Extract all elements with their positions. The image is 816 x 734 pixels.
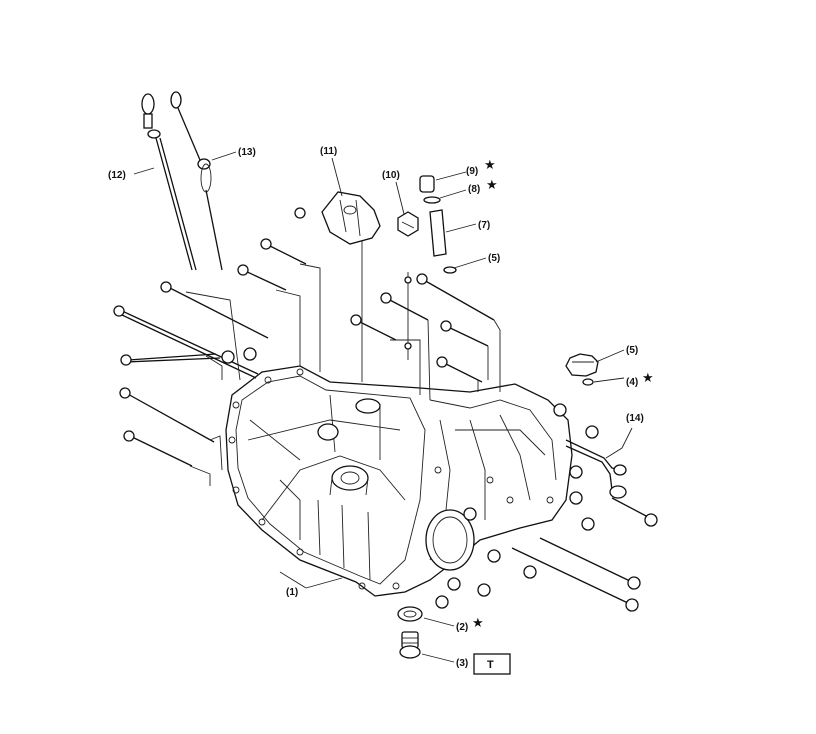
plug-assembly — [404, 175, 457, 360]
callout-13: (13) — [238, 147, 256, 158]
torque-box-label: T — [487, 659, 494, 671]
assembly-lines — [185, 236, 501, 486]
callout-9: (9) — [466, 166, 478, 177]
switch — [397, 211, 419, 237]
left-bolts — [113, 207, 495, 467]
transmission-case — [225, 365, 573, 597]
callout-11: (11) — [320, 146, 337, 157]
drain-plug — [399, 631, 421, 659]
right-bolts — [435, 403, 641, 612]
callout-5-oring: (5) — [488, 253, 500, 264]
callout-10: (10) — [382, 170, 400, 181]
bracket — [321, 191, 381, 245]
breather-pipe — [565, 439, 658, 527]
star-2: ★ — [472, 616, 484, 631]
callout-4: (4) — [626, 377, 638, 388]
callout-1: (1) — [286, 587, 298, 598]
callout-5-gear: (5) — [626, 345, 638, 356]
callout-14: (14) — [626, 413, 644, 424]
star-9: ★ — [484, 158, 496, 173]
callout-labels: (1) (2) ★ (3) (4) ★ (5) (5) (7) (8) ★ (9… — [108, 146, 654, 669]
speedometer-gear — [565, 353, 599, 386]
star-4: ★ — [642, 371, 654, 386]
callout-8: (8) — [468, 184, 480, 195]
callout-12: (12) — [108, 170, 126, 181]
star-8: ★ — [486, 178, 498, 193]
drain-gasket — [397, 606, 423, 622]
dipstick — [141, 93, 197, 271]
callout-7: (7) — [478, 220, 490, 231]
callout-leaders — [133, 151, 633, 663]
oil-level-gauge — [170, 91, 223, 271]
torque-box: T — [473, 653, 511, 675]
callout-3: (3) — [456, 658, 468, 669]
callout-2: (2) — [456, 622, 468, 633]
